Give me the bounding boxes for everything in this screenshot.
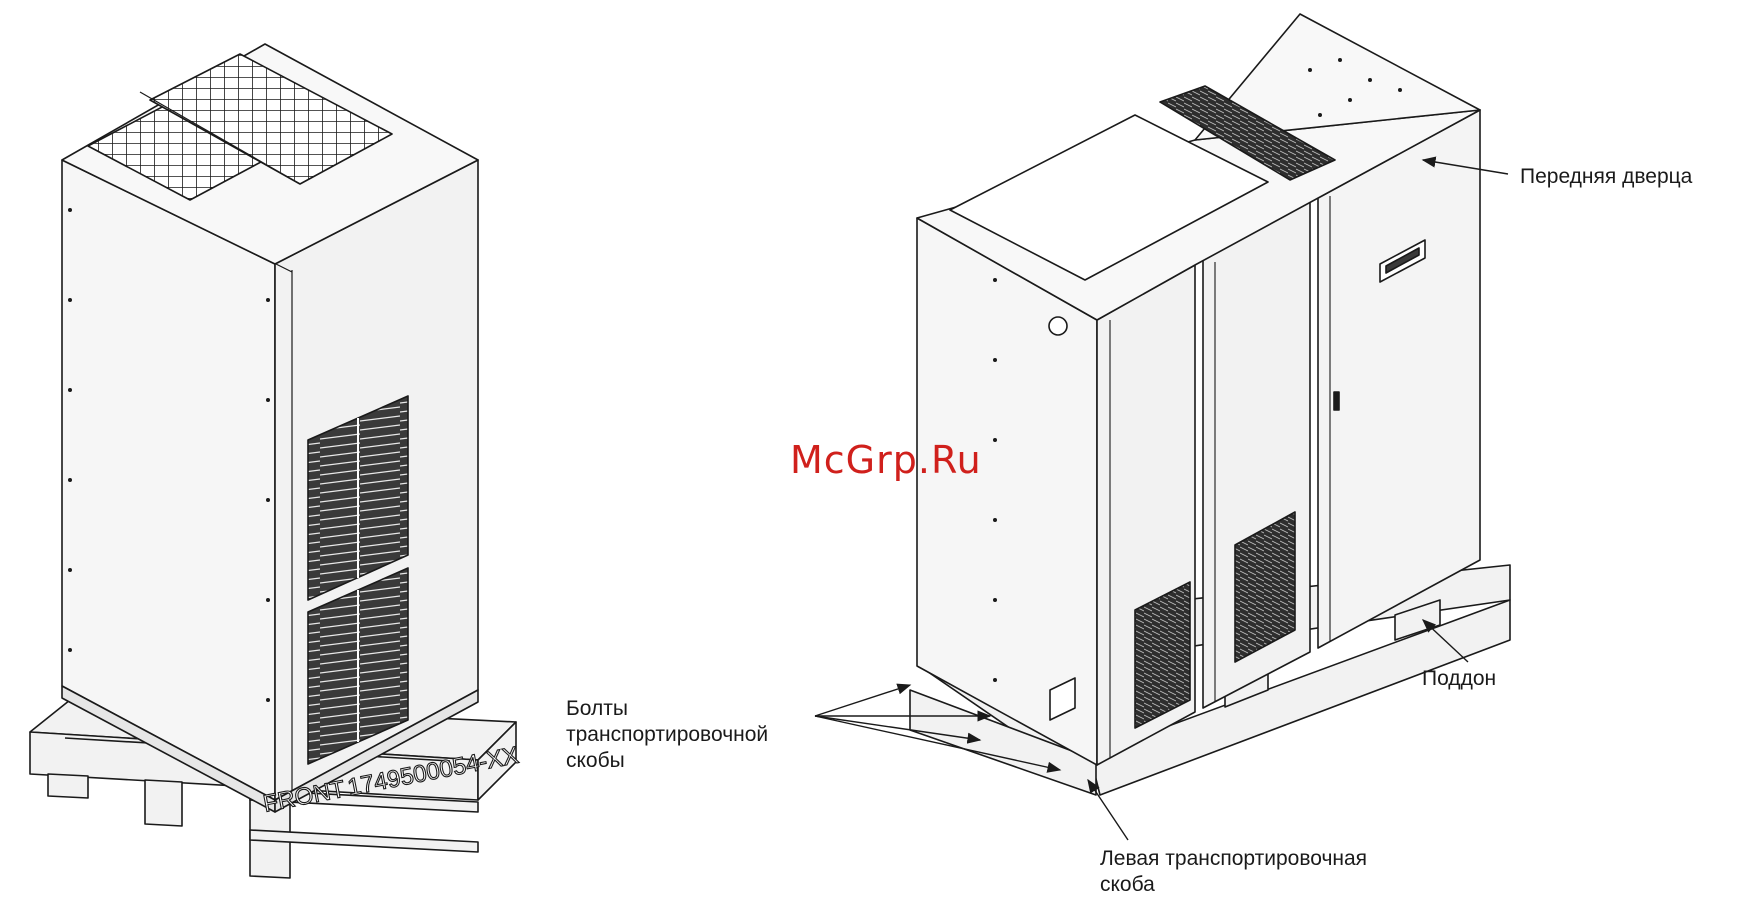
leader-bolt-1 [815, 685, 910, 716]
label-transport-bolts: Болты транспортировочной скобы [566, 696, 768, 774]
right-ups-cabinet [910, 14, 1510, 795]
right-front-main-door [1318, 110, 1480, 648]
label-bolts-line1: Болты [566, 696, 768, 722]
label-left-bracket-line2: скоба [1100, 872, 1367, 898]
door-handle [1334, 392, 1339, 410]
label-front-door: Передняя дверца [1520, 164, 1692, 190]
label-bolts-line2: транспортировочной [566, 722, 768, 748]
left-ups-cabinet [30, 44, 516, 878]
watermark: McGrp.Ru [790, 438, 982, 482]
label-pallet: Поддон [1422, 666, 1496, 692]
label-left-bracket-line1: Левая транспортировочная [1100, 846, 1367, 872]
label-bolts-line3: скобы [566, 748, 768, 774]
label-left-transport-bracket: Левая транспортировочная скоба [1100, 846, 1367, 898]
